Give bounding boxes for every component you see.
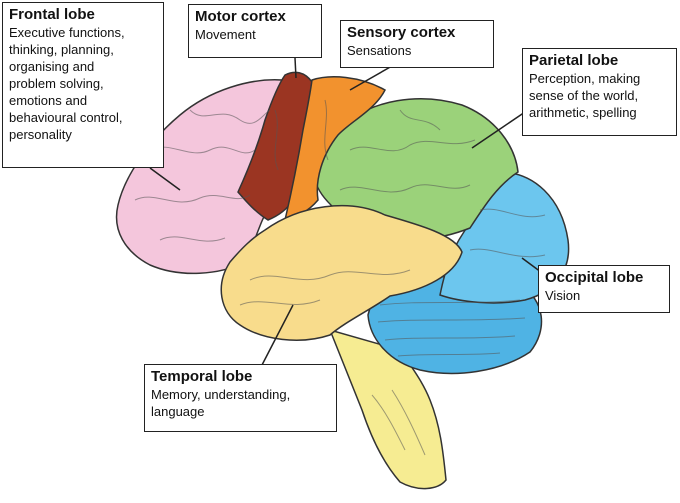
temporal-lobe-label: Temporal lobe Memory, understanding, lan…	[144, 364, 337, 432]
parietal-leader	[471, 109, 529, 149]
parietal-lobe-title: Parietal lobe	[529, 52, 619, 69]
temporal-leader	[261, 304, 294, 366]
occipital-lobe-desc: Vision	[545, 288, 581, 303]
frontal-lobe-desc: Executive functions, thinking, planning,…	[9, 25, 125, 142]
parietal-lobe-label: Parietal lobe Perception, making sense o…	[522, 48, 677, 136]
motor-leader	[294, 57, 297, 79]
leader-lines	[149, 57, 546, 366]
motor-cortex-label: Motor cortex Movement	[188, 4, 322, 58]
frontal-leader	[149, 167, 181, 191]
brain-folds	[134, 99, 546, 456]
parietal-lobe-desc: Perception, making sense of the world, a…	[529, 71, 641, 120]
frontal-lobe-title: Frontal lobe	[9, 6, 95, 23]
sensory-leader	[349, 65, 393, 91]
sensory-cortex-label: Sensory cortex Sensations	[340, 20, 494, 68]
frontal-lobe-label: Frontal lobe Executive functions, thinki…	[2, 2, 164, 168]
temporal-lobe-title: Temporal lobe	[151, 368, 253, 385]
motor-cortex-title: Motor cortex	[195, 8, 286, 25]
brainstem	[328, 328, 447, 490]
motor-cortex-desc: Movement	[195, 27, 256, 42]
sensory-cortex	[284, 76, 386, 221]
occipital-lobe	[439, 171, 570, 304]
occipital-lobe-label: Occipital lobe Vision	[538, 265, 670, 313]
temporal-lobe	[220, 205, 463, 341]
sensory-cortex-desc: Sensations	[347, 43, 412, 58]
occipital-lobe-title: Occipital lobe	[545, 269, 644, 286]
temporal-lobe-desc: Memory, understanding, language	[151, 387, 291, 419]
sensory-cortex-title: Sensory cortex	[347, 24, 456, 41]
